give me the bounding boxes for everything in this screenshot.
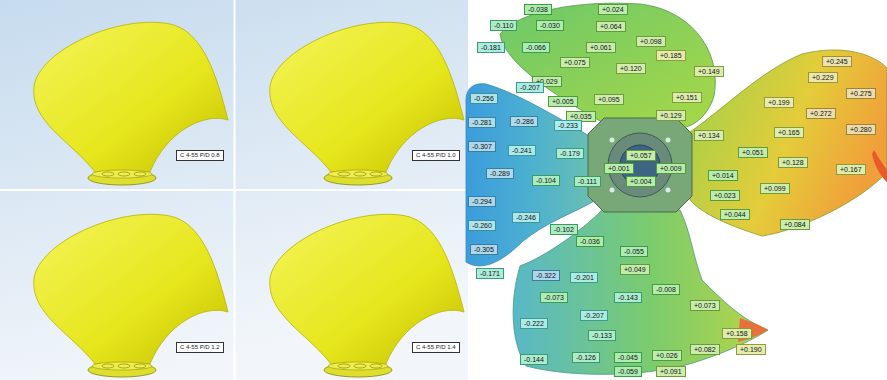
deviation-callout: +0.005 [548,96,578,107]
deviation-callout: +0.275 [846,88,876,99]
deviation-callout: -0.281 [468,117,496,128]
deviation-callout: -0.171 [476,268,504,279]
deviation-callout: +0.057 [626,150,656,161]
deviation-callout: +0.009 [656,163,686,174]
deviation-callout: -0.305 [470,244,498,255]
deviation-callout: +0.129 [656,110,686,121]
deviation-callout: +0.134 [694,130,724,141]
deviation-callout: -0.181 [477,42,505,53]
deviation-callout: -0.126 [572,352,600,363]
deviation-callout: +0.049 [620,264,650,275]
deviation-callout: +0.075 [560,57,590,68]
deviation-callout: -0.256 [470,93,498,104]
deviation-callout: +0.095 [594,94,624,105]
deviation-callout: -0.307 [468,141,496,152]
deviation-callout: +0.082 [690,344,720,355]
deviation-callout: -0.260 [468,220,496,231]
deviation-callout: +0.001 [604,163,634,174]
deviation-callout: +0.014 [708,170,738,181]
deviation-callout: +0.280 [846,124,876,135]
model-tag: C 4-55 P/D 0.8 [176,150,224,161]
deviation-callout: +0.128 [778,157,808,168]
deviation-callout: -0.038 [524,4,552,15]
deviation-callout: -0.286 [510,116,538,127]
deviation-callout: -0.241 [508,145,536,156]
deviation-callout: -0.322 [532,270,560,281]
deviation-callout: +0.185 [656,50,686,61]
model-tag: C 4-55 P/D 1.4 [412,342,460,353]
deviation-callout: -0.207 [516,82,544,93]
deviation-callout: -0.008 [652,284,680,295]
deviation-callout: -0.066 [522,42,550,53]
deviation-callout: -0.036 [576,236,604,247]
deviation-callout: +0.084 [780,219,810,230]
deviation-callout: +0.167 [836,164,866,175]
deviation-callout: +0.229 [808,72,838,83]
deviation-callout: -0.233 [554,120,582,131]
deviation-callout: +0.272 [806,108,836,119]
deviation-callout: -0.201 [570,272,598,283]
deviation-callout: -0.055 [620,246,648,257]
deviation-callout: +0.004 [626,176,656,187]
deviation-callout: -0.294 [468,196,496,207]
deviation-callout: +0.098 [636,36,666,47]
deviation-callout: +0.061 [586,42,616,53]
deviation-callout: +0.199 [764,97,794,108]
deviation-callout: +0.024 [598,4,628,15]
deviation-callout: -0.222 [520,318,548,329]
deviation-callout: -0.030 [536,20,564,31]
model-tag: C 4-55 P/D 1.0 [412,150,460,161]
deviation-callout: -0.059 [614,366,642,377]
deviation-callout: -0.104 [532,175,560,186]
deviation-callout: -0.102 [550,224,578,235]
deviation-callout: -0.289 [486,168,514,179]
deviation-callout: -0.179 [556,148,584,159]
deviation-callout: +0.023 [710,190,740,201]
deviation-callout: +0.091 [656,366,686,377]
deviation-callout: -0.144 [520,354,548,365]
deviation-callout: +0.044 [720,209,750,220]
deviation-callout: +0.120 [616,63,646,74]
deviation-callout: +0.149 [694,66,724,77]
deviation-callout: +0.158 [722,328,752,339]
deviation-callout: +0.190 [736,344,766,355]
deviation-callout: +0.064 [596,21,626,32]
deviation-callout: +0.245 [822,56,852,67]
deviation-callout: -0.110 [490,20,517,31]
deviation-callout: +0.165 [774,127,804,138]
deviation-callout: -0.207 [580,310,608,321]
deviation-callout: -0.133 [588,330,616,341]
deviation-callout: -0.045 [614,352,642,363]
model-tag: C 4-55 P/D 1.2 [176,342,224,353]
deviation-callout: +0.073 [690,300,720,311]
deviation-callout: +0.026 [652,350,682,361]
deviation-callout: -0.111 [574,176,601,187]
deviation-callout: +0.099 [760,183,790,194]
deviation-callout: -0.073 [540,292,568,303]
deviation-callout: +0.051 [738,147,768,158]
deviation-callout: +0.151 [672,92,702,103]
deviation-callout: -0.143 [614,292,642,303]
deviation-callout: -0.246 [512,212,540,223]
